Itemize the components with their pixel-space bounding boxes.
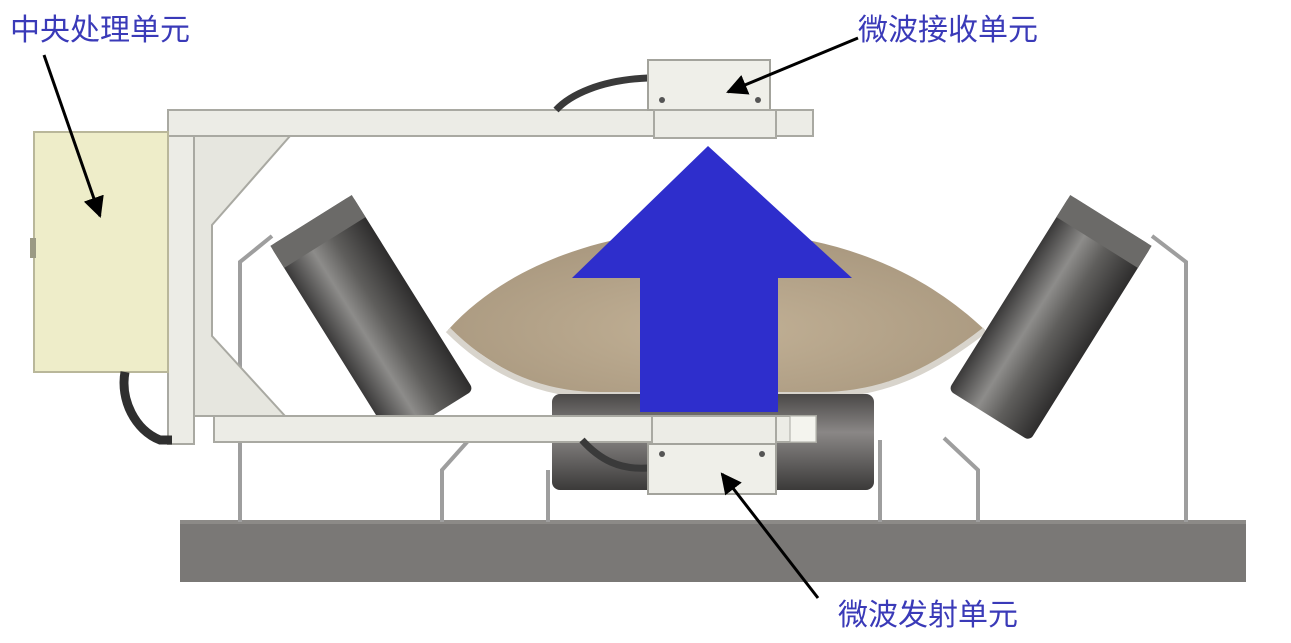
callout-arrow-icon [720, 472, 820, 599]
transmitting-sensor-box [579, 415, 777, 495]
central-processing-unit-label: 中央处理单元 [10, 13, 190, 48]
ground-base [180, 520, 1246, 582]
microwave-receiving-unit-label: 微波接收单元 [858, 13, 1038, 48]
left-roller [270, 195, 472, 439]
up-arrow-icon [572, 146, 852, 412]
microwave-transmitting-unit-label: 微波发射单元 [838, 598, 1018, 633]
receiving-sensor-box [553, 59, 777, 139]
callout-arrow-icon [42, 54, 104, 218]
right-roller [950, 195, 1152, 439]
callout-arrow-icon [726, 36, 859, 95]
central-processing-cabinet [30, 131, 172, 445]
